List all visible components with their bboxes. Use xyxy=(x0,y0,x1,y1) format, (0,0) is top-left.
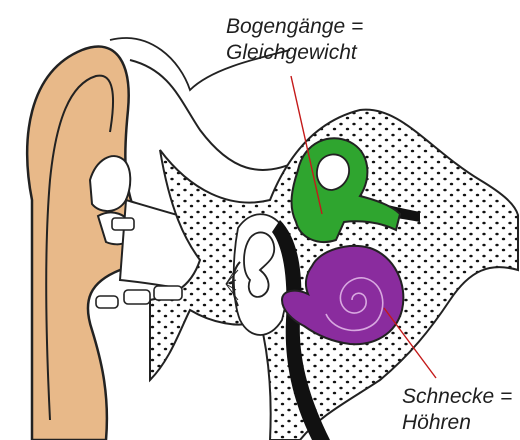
hearing-label-line2: Höhren xyxy=(402,410,471,435)
hearing-label-line1: Schnecke = xyxy=(402,384,512,409)
balance-label-line2: Gleichgewicht xyxy=(226,40,357,65)
balance-label-line1: Bogengänge = xyxy=(226,14,363,39)
